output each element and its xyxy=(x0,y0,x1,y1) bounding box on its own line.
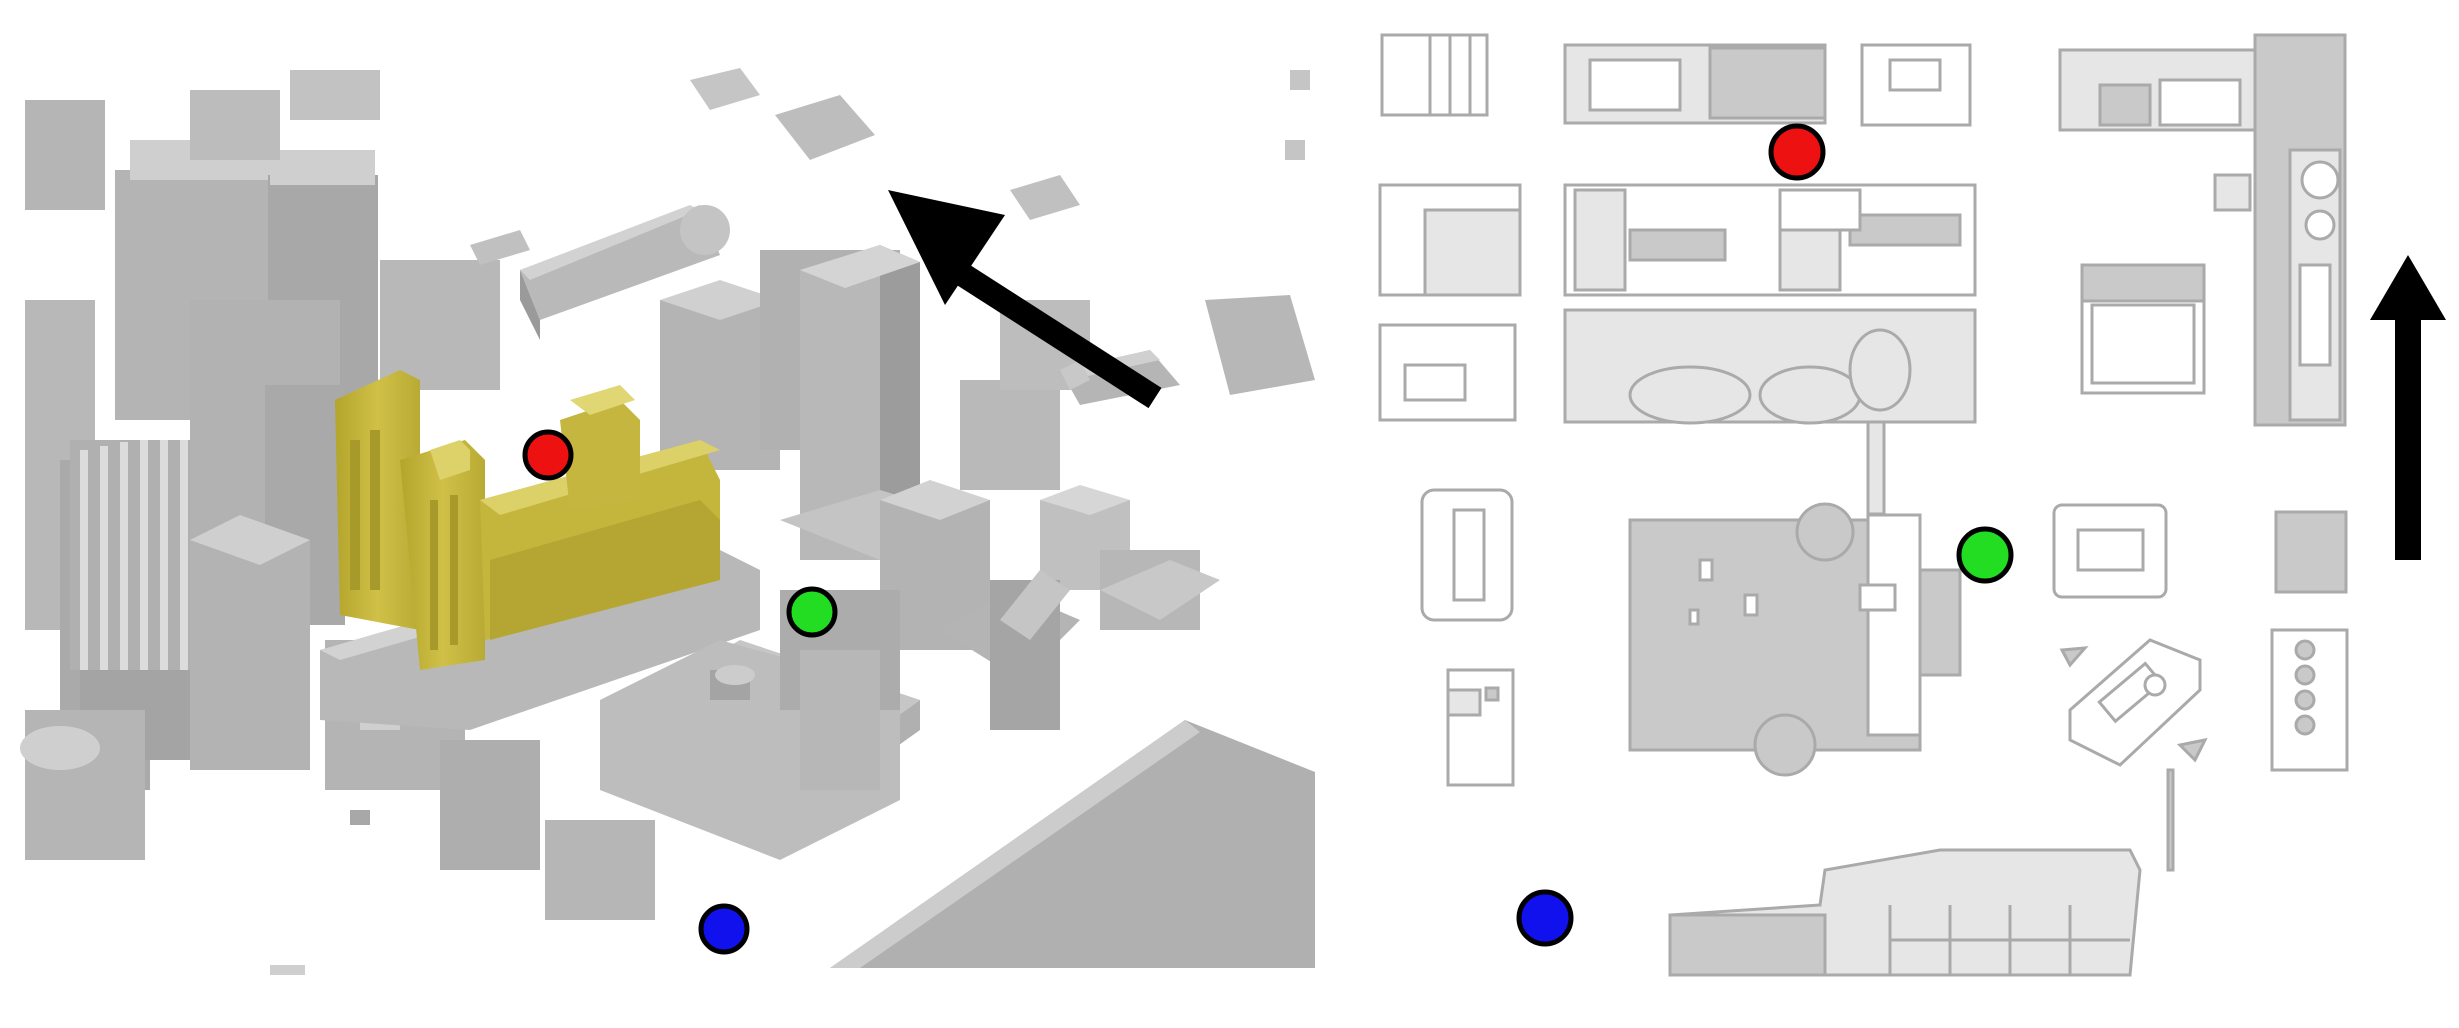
footprint xyxy=(1858,583,1897,612)
fins xyxy=(80,440,188,670)
building xyxy=(380,260,500,390)
footprint xyxy=(1758,365,1862,425)
footprint xyxy=(2080,263,2206,303)
footprint xyxy=(1573,188,1627,292)
building xyxy=(880,480,990,520)
footprint xyxy=(2098,83,2152,127)
footprint xyxy=(1484,686,1500,702)
footprint xyxy=(2158,78,2242,127)
footprint xyxy=(2274,510,2348,594)
footprint xyxy=(1446,668,1515,787)
red-marker xyxy=(522,429,574,481)
footprint xyxy=(2294,664,2316,686)
building xyxy=(1000,570,1070,640)
arrow-up-icon xyxy=(2370,255,2446,320)
footprint xyxy=(1403,363,1467,402)
footprint xyxy=(1423,208,1522,297)
footprint xyxy=(2076,528,2145,572)
tower xyxy=(880,245,920,560)
building xyxy=(440,740,540,870)
footprint xyxy=(2213,173,2252,212)
green-marker xyxy=(786,586,838,638)
footprint xyxy=(2300,160,2340,200)
footprint xyxy=(2294,714,2316,736)
building xyxy=(1010,175,1080,220)
building xyxy=(1100,560,1220,620)
footprint xyxy=(1588,58,1682,112)
building xyxy=(800,650,880,790)
red-marker xyxy=(1768,123,1826,181)
tower xyxy=(800,245,920,288)
footprint xyxy=(2298,263,2332,367)
building xyxy=(520,205,720,320)
footprint xyxy=(1795,502,1855,562)
building xyxy=(270,150,375,185)
footprint xyxy=(1452,508,1486,602)
building xyxy=(545,820,655,920)
footprint xyxy=(1918,568,1962,677)
building xyxy=(350,810,370,825)
footprint xyxy=(2304,209,2336,241)
heading-arrow-3d xyxy=(888,190,1162,409)
footprint xyxy=(1628,365,1752,425)
top-down-footprint-map xyxy=(1378,33,2349,977)
building xyxy=(660,280,780,320)
building xyxy=(1290,70,1310,90)
perspective-3d-view xyxy=(20,68,1315,975)
building xyxy=(190,515,310,565)
building xyxy=(470,230,530,265)
building xyxy=(190,90,280,160)
footprint xyxy=(1446,688,1482,717)
building xyxy=(680,205,730,255)
building xyxy=(1205,295,1315,395)
footprint xyxy=(1848,213,1962,247)
building xyxy=(715,665,755,685)
blue-marker xyxy=(1516,889,1574,947)
building xyxy=(1060,360,1090,390)
highlighted-building xyxy=(335,370,720,670)
footprint xyxy=(2176,737,2208,763)
footprint xyxy=(2097,661,2164,724)
footprint xyxy=(1743,593,1759,617)
building xyxy=(690,68,760,110)
footprint xyxy=(2294,639,2316,661)
footprint xyxy=(1778,188,1862,232)
footprint xyxy=(1778,228,1842,292)
blue-marker xyxy=(698,903,750,955)
building xyxy=(520,205,700,280)
building xyxy=(270,965,305,975)
building xyxy=(960,380,1060,490)
north-arrow-map xyxy=(2370,255,2446,560)
building xyxy=(1285,140,1305,160)
footprint xyxy=(1848,328,1912,412)
building xyxy=(830,720,1200,968)
building xyxy=(25,100,105,210)
building xyxy=(775,95,875,160)
building xyxy=(1040,485,1130,515)
building xyxy=(190,540,310,770)
footprint xyxy=(1698,558,1714,582)
arrow-up-left-icon xyxy=(888,190,1005,305)
footprint xyxy=(1668,913,1827,977)
footprint xyxy=(2090,303,2196,385)
building xyxy=(20,726,100,770)
footprint xyxy=(1866,420,1886,516)
footprint xyxy=(2294,689,2316,711)
footprint xyxy=(2143,673,2167,697)
footprint xyxy=(1866,513,1922,737)
footprint xyxy=(1688,608,1700,626)
footprint xyxy=(1753,713,1817,777)
footprint xyxy=(1628,228,1727,262)
building xyxy=(830,720,1315,968)
footprint xyxy=(2166,768,2175,872)
footprint xyxy=(1860,43,1972,127)
footprint xyxy=(2059,646,2089,668)
footprint xyxy=(1888,58,1942,92)
building xyxy=(520,270,540,340)
footprint xyxy=(1708,46,1827,120)
green-marker xyxy=(1956,526,2014,584)
tower xyxy=(800,245,880,560)
building xyxy=(290,70,380,120)
